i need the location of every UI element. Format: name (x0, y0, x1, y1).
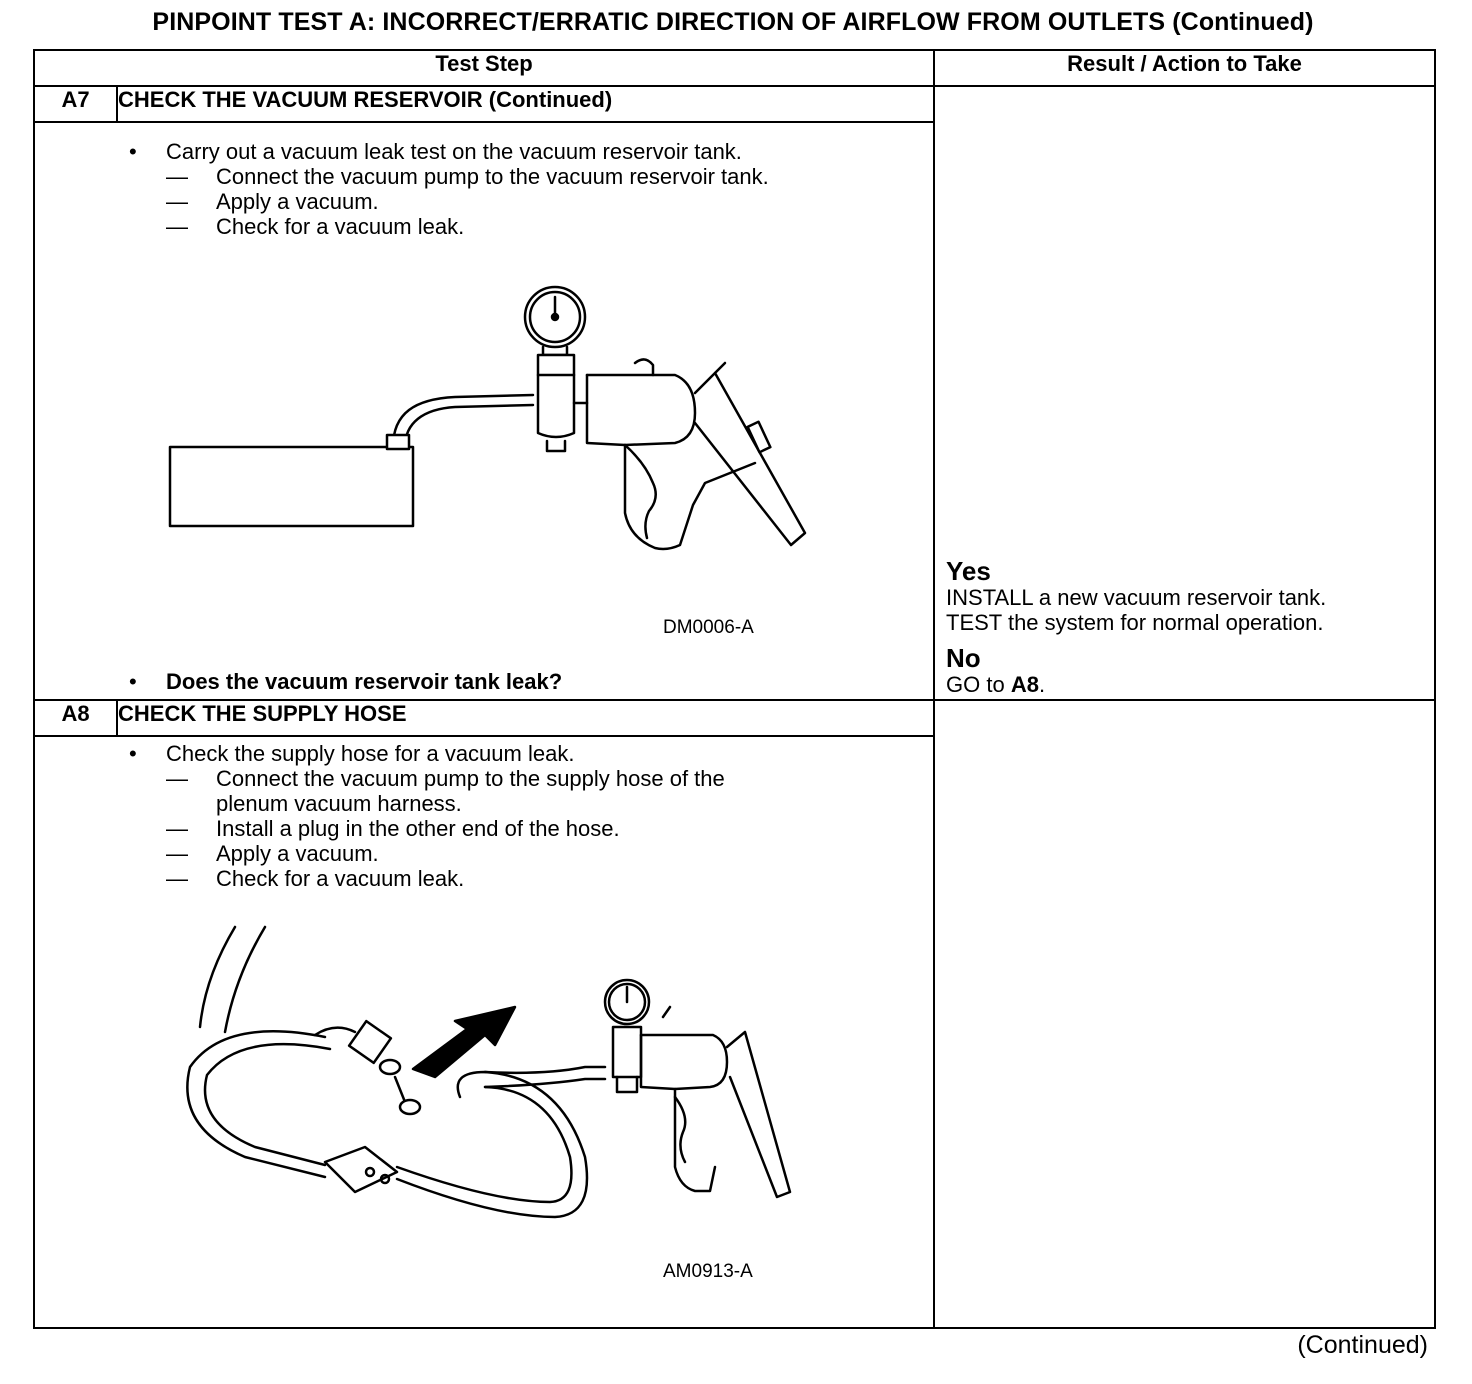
step-a7-substep-1: Connect the vacuum pump to the vacuum re… (216, 164, 769, 189)
step-a7-id: A7 (33, 85, 118, 123)
figure-label-dm0006: DM0006-A (663, 617, 754, 638)
result-no-label: No (946, 643, 981, 673)
result-no-prefix: GO to (946, 672, 1011, 697)
pinpoint-table: Test Step Result / Action to Take A7 CHE… (32, 49, 1437, 1329)
result-no-target: A8 (1010, 672, 1039, 697)
pump-lever (693, 371, 807, 547)
continued-footer: (Continued) (1297, 1331, 1428, 1359)
step-a8-substep-4: Check for a vacuum leak. (216, 866, 465, 891)
step-a8-substep-1: Connect the vacuum pump to the supply ho… (216, 766, 725, 791)
step-a7-substep-2: Apply a vacuum. (216, 189, 379, 214)
figure-label-am0913: AM0913-A (663, 1261, 753, 1282)
step-a8-body-row: •Check the supply hose for a vacuum leak… (32, 735, 1435, 1329)
step-a8-bullet: Check the supply hose for a vacuum leak. (166, 741, 575, 766)
header-row: Test Step Result / Action to Take (32, 49, 1437, 87)
step-a7-question-text: Does the vacuum reservoir tank leak? (166, 669, 563, 694)
hose-plug (347, 1019, 393, 1065)
step-a8-substep-2: Install a plug in the other end of the h… (216, 816, 620, 841)
step-a7-body-row: •Carry out a vacuum leak test on the vac… (32, 121, 1435, 701)
step-a7-title: CHECK THE VACUUM RESERVOIR (Continued) (115, 85, 936, 123)
step-a7-instructions: •Carry out a vacuum leak test on the vac… (129, 139, 769, 239)
result-no-suffix: . (1038, 672, 1046, 697)
step-a8-substep-3: Apply a vacuum. (216, 841, 379, 866)
step-a8-body: •Check the supply hose for a vacuum leak… (32, 735, 936, 1329)
step-a7-results: Yes INSTALL a new vacuum reservoir tank.… (946, 557, 1326, 697)
col-header-test-step: Test Step (32, 49, 936, 87)
arrow-icon (411, 1005, 517, 1079)
step-a8-title-row: A8 CHECK THE SUPPLY HOSE (33, 699, 1437, 1329)
result-yes-line-2: TEST the system for normal operation. (946, 610, 1324, 635)
harness-hose (198, 925, 237, 1029)
pump-body (585, 373, 757, 551)
step-a7-title-row: A7 CHECK THE VACUUM RESERVOIR (Continued… (33, 85, 1437, 701)
step-a7-body: •Carry out a vacuum leak test on the vac… (32, 121, 936, 701)
supply-hose-figure (186, 925, 792, 1219)
vacuum-reservoir-figure (168, 285, 807, 551)
step-a7-bullet: Carry out a vacuum leak test on the vacu… (166, 139, 742, 164)
step-a8-id: A8 (33, 699, 118, 737)
pump-lever (725, 1030, 792, 1199)
step-a8-title: CHECK THE SUPPLY HOSE (115, 699, 936, 737)
reservoir-tank (168, 445, 415, 528)
pump-body (639, 1033, 729, 1193)
result-no-line: GO to A8. (946, 672, 1326, 697)
step-a8-result (933, 699, 1437, 1329)
result-yes-line-1: INSTALL a new vacuum reservoir tank. (946, 585, 1327, 610)
step-a8-substep-1-cont: plenum vacuum harness. (216, 791, 462, 816)
step-a7-substep-3: Check for a vacuum leak. (216, 214, 465, 239)
supply-hose (395, 1070, 589, 1219)
col-header-result: Result / Action to Take (933, 49, 1437, 87)
step-a8-instructions: •Check the supply hose for a vacuum leak… (129, 741, 725, 891)
step-a7-question: •Does the vacuum reservoir tank leak? (129, 669, 563, 694)
page-title: PINPOINT TEST A: INCORRECT/ERRATIC DIREC… (152, 8, 1314, 36)
result-yes-label: Yes (946, 556, 991, 586)
step-a7-result: Yes INSTALL a new vacuum reservoir tank.… (933, 85, 1437, 701)
